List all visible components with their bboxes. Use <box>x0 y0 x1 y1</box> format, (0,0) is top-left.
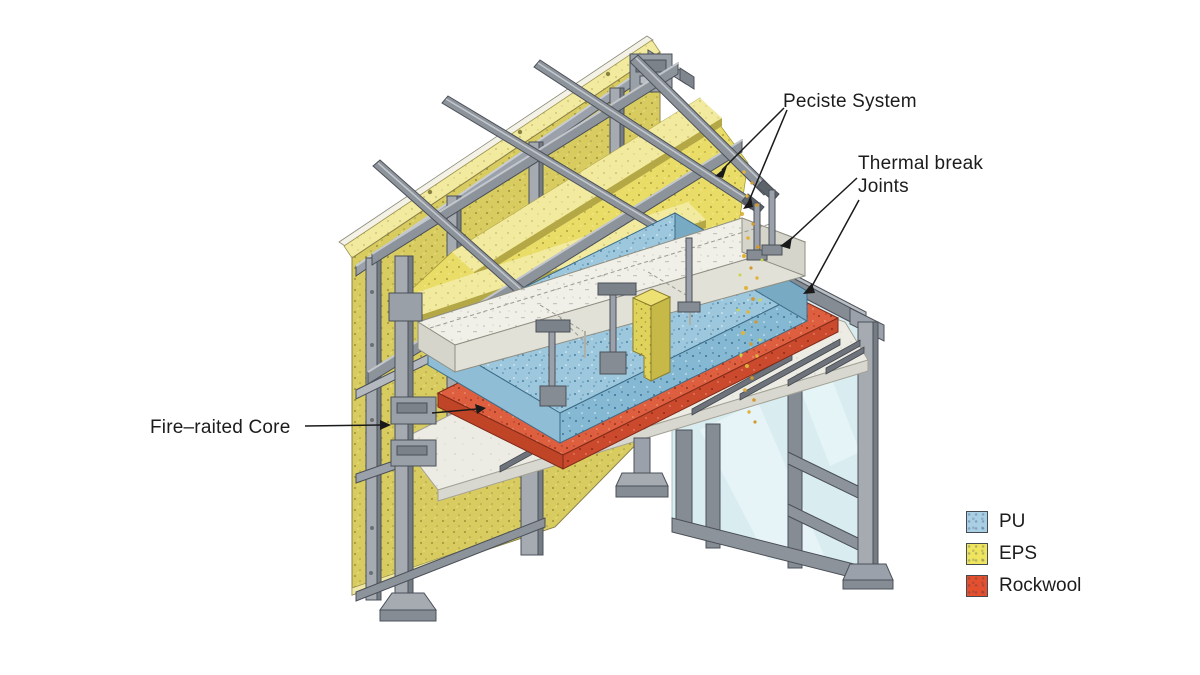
legend-item-pu: PU <box>966 510 1081 533</box>
suspension-rails <box>372 54 780 325</box>
pu-label: PU <box>999 510 1026 532</box>
panel-joint-seams <box>429 223 771 346</box>
material-legend: PU EPS Rockwool <box>966 510 1081 606</box>
eps-swatch <box>966 542 988 565</box>
falling-particles <box>736 170 764 424</box>
label-fire-rated-core: Fire–raited Core <box>150 417 291 438</box>
eps-block <box>631 288 672 382</box>
legend-item-rockwool: Rockwool <box>966 574 1081 597</box>
legend-item-eps: EPS <box>966 542 1081 565</box>
peciste-leader <box>715 107 788 209</box>
rockwool-label: Rockwool <box>999 574 1082 596</box>
pu-swatch <box>966 510 988 533</box>
hanger-rods <box>535 189 783 407</box>
thermal-break-leader <box>780 177 860 294</box>
rockwool-swatch <box>966 574 988 597</box>
concrete-top-panel <box>416 217 807 373</box>
leader-arrows <box>304 107 860 430</box>
eps-label: EPS <box>999 542 1038 564</box>
front-steel-column <box>355 255 546 622</box>
fire-core-leader <box>304 404 486 430</box>
label-peciste-system: Peciste System <box>783 91 917 112</box>
label-thermal-line2: Joints <box>858 176 909 197</box>
deck-support-pedestal <box>615 437 669 498</box>
label-thermal-break-joints: Thermal break Joints <box>858 152 983 198</box>
label-thermal-line1: Thermal break <box>858 153 984 174</box>
